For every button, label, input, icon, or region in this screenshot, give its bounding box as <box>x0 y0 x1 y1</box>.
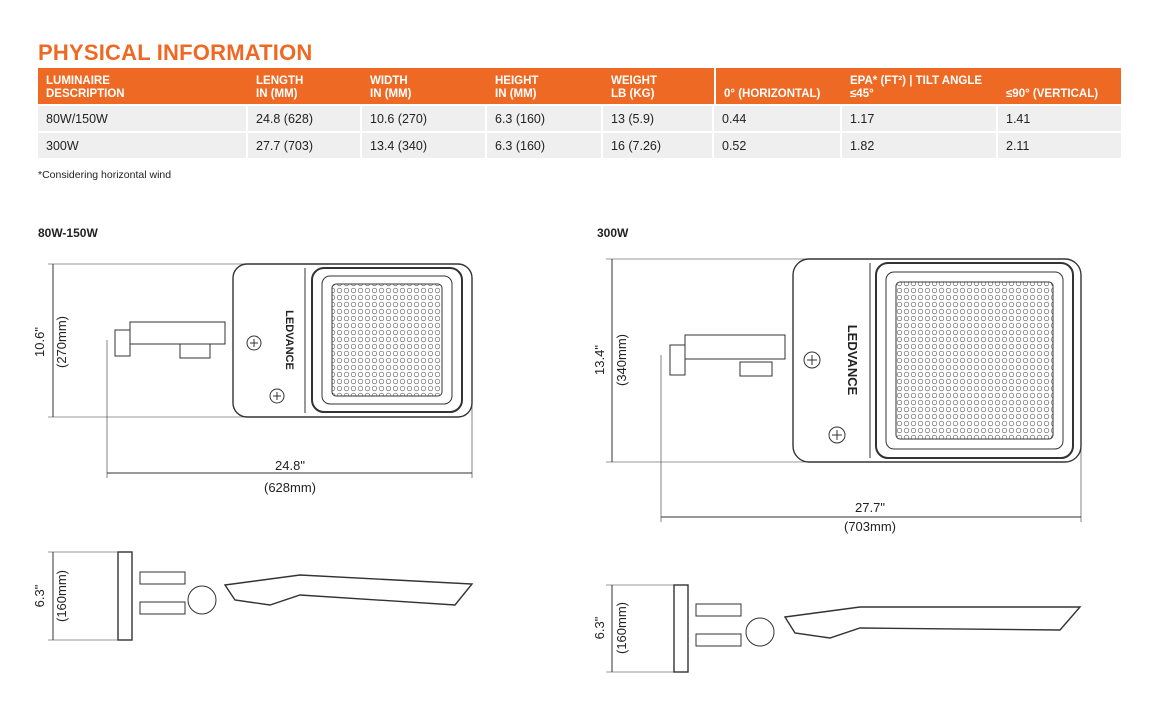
cell: 80W/150W <box>38 104 248 131</box>
header-epa-0: 0° (HORIZONTAL) <box>714 68 842 104</box>
cell: 16 (7.26) <box>603 131 714 158</box>
cell: 13 (5.9) <box>603 104 714 131</box>
dim-width-mm: (270mm) <box>54 316 69 368</box>
dim-height-mm: (160mm) <box>54 570 69 622</box>
dim-height-mm: (160mm) <box>614 602 629 654</box>
large-side-view <box>606 584 1082 673</box>
dim-length-in: 24.8" <box>275 458 305 473</box>
drawing-label-large: 300W <box>597 226 629 240</box>
cell: 1.17 <box>842 104 998 131</box>
cell: 24.8 (628) <box>248 104 362 131</box>
drawing-label-small: 80W-150W <box>38 226 98 240</box>
cell: 1.41 <box>998 104 1121 131</box>
cell: 6.3 (160) <box>487 131 603 158</box>
page-title: PHYSICAL INFORMATION <box>38 40 313 65</box>
small-top-view: LEDVANCE <box>48 263 473 478</box>
large-top-view: LEDVANCE <box>606 258 1082 522</box>
cell: 10.6 (270) <box>362 104 487 131</box>
dim-height-in: 6.3" <box>592 616 607 639</box>
cell: 0.52 <box>714 131 842 158</box>
dim-width-mm: (340mm) <box>614 334 629 386</box>
cell: 27.7 (703) <box>248 131 362 158</box>
cell: 0.44 <box>714 104 842 131</box>
cell: 6.3 (160) <box>487 104 603 131</box>
cell: 2.11 <box>998 131 1121 158</box>
header-epa-45: EPA* (FT²) | TILT ANGLE≤45° <box>842 68 998 104</box>
dim-width-in: 10.6" <box>32 327 47 357</box>
header-epa-90: ≤90° (VERTICAL) <box>998 68 1121 104</box>
dim-length-mm: (703mm) <box>844 519 896 534</box>
cell: 13.4 (340) <box>362 131 487 158</box>
cell: 1.82 <box>842 131 998 158</box>
table-row: 80W/150W 24.8 (628) 10.6 (270) 6.3 (160)… <box>38 104 1121 131</box>
dim-height-in: 6.3" <box>32 584 47 607</box>
dim-length-in: 27.7" <box>855 500 885 515</box>
small-side-view <box>48 551 474 641</box>
ledvance-logo: LEDVANCE <box>283 310 295 370</box>
footnote: *Considering horizontal wind <box>38 169 172 181</box>
ledvance-logo: LEDVANCE <box>845 325 860 396</box>
dim-length-mm: (628mm) <box>264 480 316 495</box>
dim-width-in: 13.4" <box>592 345 607 375</box>
cell: 300W <box>38 131 248 158</box>
table-row: 300W 27.7 (703) 13.4 (340) 6.3 (160) 16 … <box>38 131 1121 158</box>
